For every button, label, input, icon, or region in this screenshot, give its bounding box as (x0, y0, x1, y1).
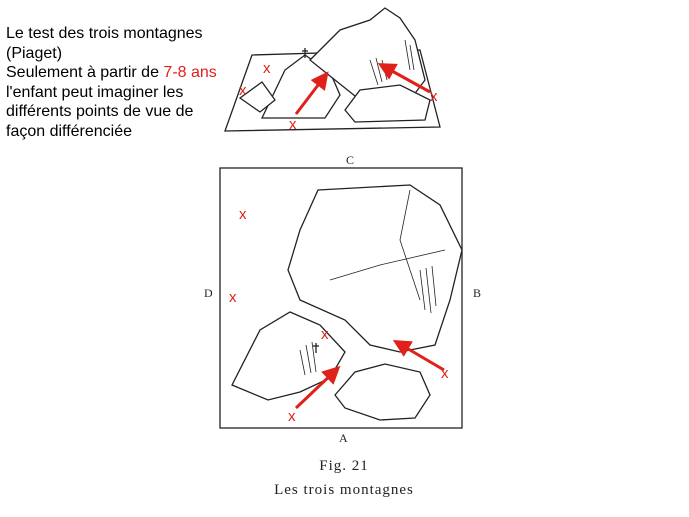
x-marker: x (430, 88, 438, 105)
perspective-model-drawing (224, 7, 441, 132)
plan-view-drawing (219, 167, 463, 429)
x-marker: x (263, 60, 271, 77)
x-marker: x (289, 116, 297, 133)
viewpoint-markers: x x x x x x x x x (229, 60, 449, 425)
x-marker: x (441, 365, 449, 382)
body-line: différents points de vue de (6, 103, 194, 120)
label-a: A (339, 431, 348, 445)
age-highlight: 7-8 ans (163, 64, 217, 81)
x-marker: x (229, 289, 237, 306)
arrow (377, 63, 431, 94)
body-line: l'enfant peut imaginer les (6, 83, 184, 101)
title-line: Le test des trois montagnes (6, 25, 203, 42)
viewpoint-arrows (294, 63, 445, 410)
title-line: (Piaget) (6, 44, 63, 62)
x-marker: x (239, 206, 247, 223)
x-marker: x (321, 326, 329, 343)
figure-caption: Les trois montagnes (274, 482, 414, 498)
label-c: C (346, 153, 354, 167)
x-marker: x (288, 408, 296, 425)
figure-number: Fig. 21 (319, 458, 369, 474)
arrow (294, 71, 329, 115)
label-d: D (204, 286, 213, 300)
arrow (294, 365, 341, 410)
label-b: B (473, 286, 481, 300)
slide-text: Le test des trois montagnes (Piaget) Seu… (6, 24, 217, 141)
arrow (392, 339, 445, 372)
body-line: façon différenciée (6, 122, 133, 140)
x-marker: x (239, 82, 247, 99)
body-line: Seulement à partir de 7-8 ans (6, 64, 217, 81)
